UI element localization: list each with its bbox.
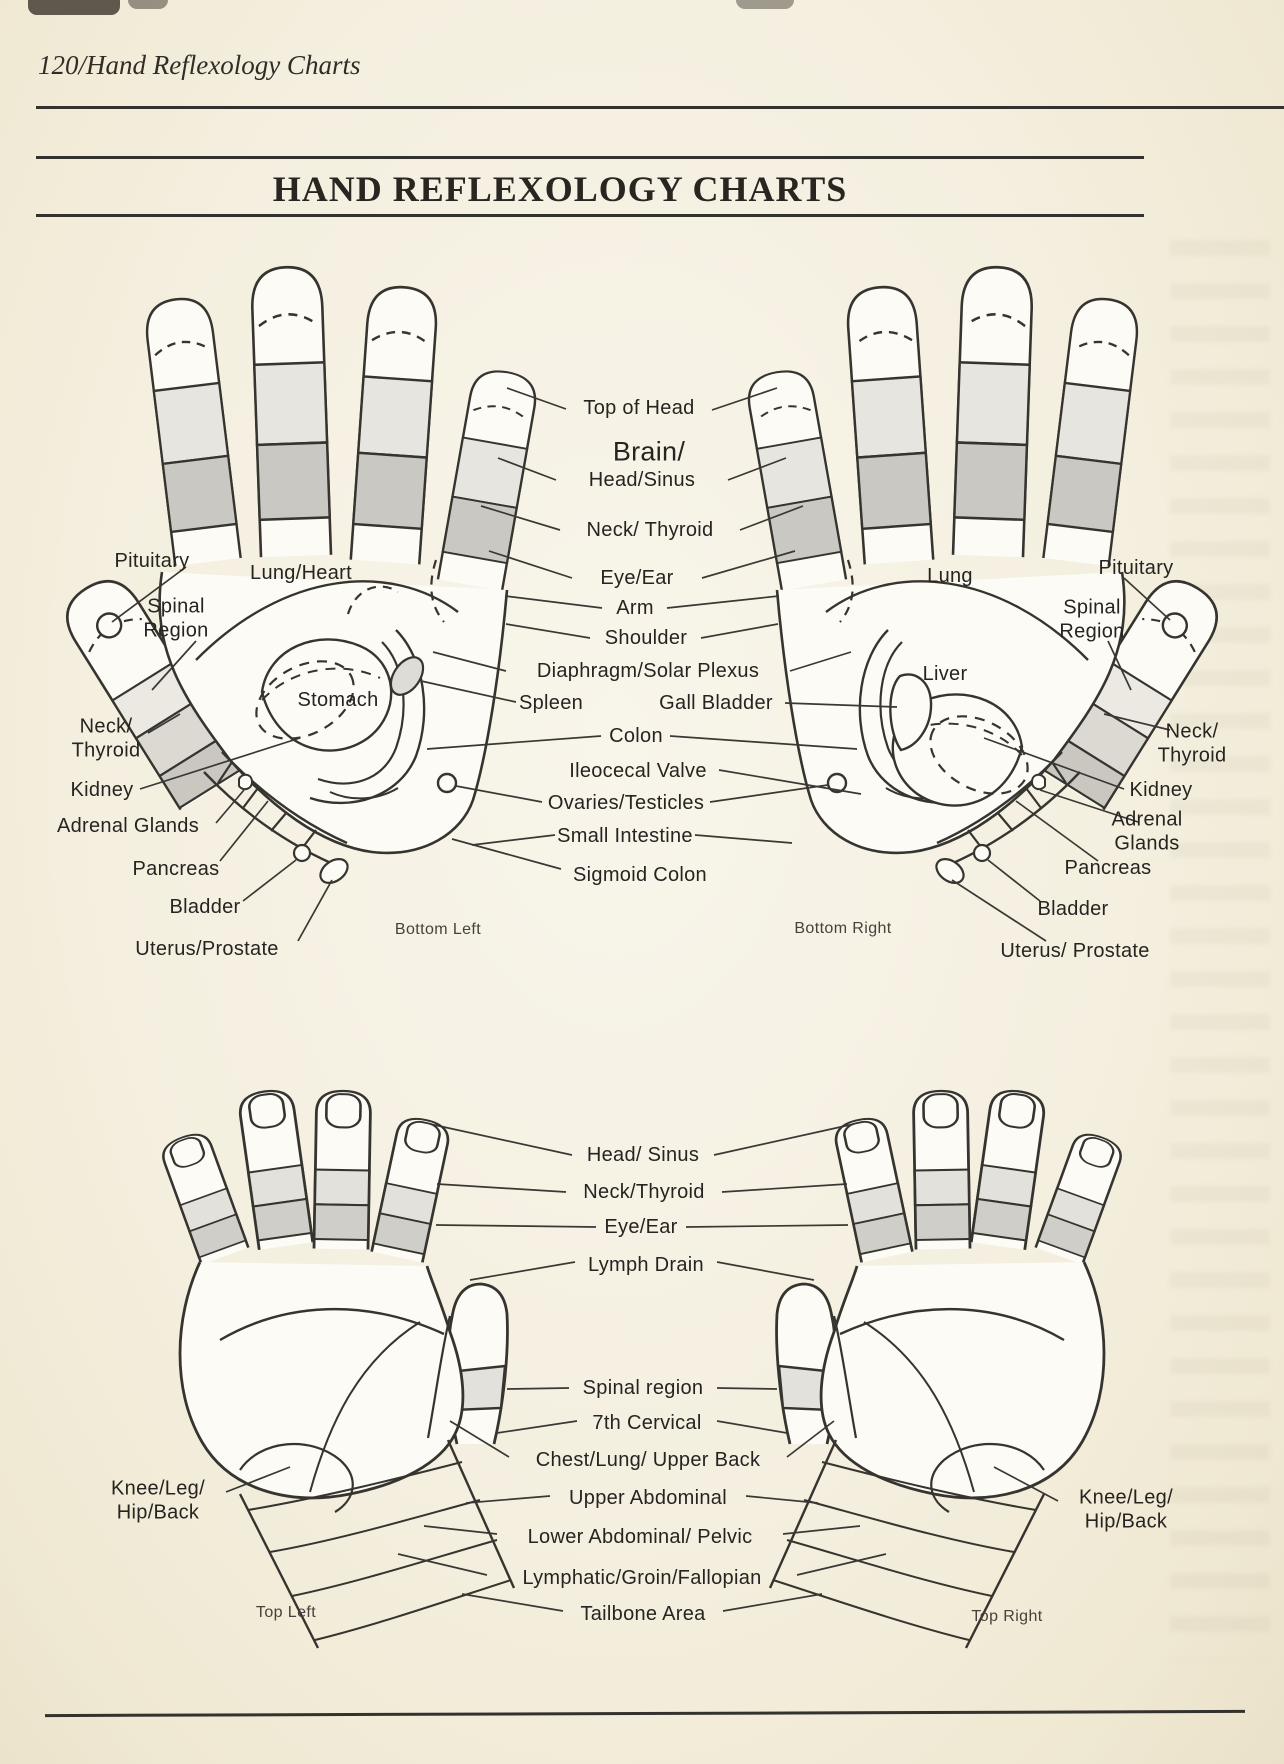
label-neck-thyroid-right: Neck/ Thyroid	[1157, 720, 1227, 767]
page-title: HAND REFLEXOLOGY CHARTS	[272, 169, 848, 209]
label-spleen: Spleen	[518, 691, 584, 714]
label-uterus-prostate-left: Uterus/Prostate	[135, 937, 279, 960]
label-upper-abdominal: Upper Abdominal	[569, 1486, 727, 1509]
label-arm: Arm	[616, 596, 654, 619]
label-neck-thyroid-center: Neck/ Thyroid	[586, 518, 714, 541]
horizontal-rule-below-title	[36, 214, 1144, 217]
label-gall-bladder: Gall Bladder	[659, 691, 773, 714]
label-sigmoid-colon: Sigmoid Colon	[573, 863, 707, 886]
scan-smudge	[736, 0, 794, 9]
bottom-right-back-hand	[770, 1088, 1125, 1648]
label-pancreas-right: Pancreas	[1064, 856, 1152, 879]
page-bleed-through-column	[1170, 240, 1270, 1660]
label-eye-ear-back: Eye/Ear	[604, 1215, 678, 1238]
label-diaphragm-solar-plexus: Diaphragm/Solar Plexus	[536, 659, 760, 682]
label-head-sinus-back: Head/ Sinus	[586, 1143, 700, 1166]
label-spinal-region-left: Spinal Region	[143, 595, 209, 642]
running-header: 120/Hand Reflexology Charts	[38, 50, 361, 80]
caption-bottom-right: Bottom Right	[794, 920, 892, 937]
label-shoulder: Shoulder	[604, 626, 688, 649]
caption-top-left: Top Left	[255, 1604, 317, 1621]
label-knee-leg-hip-back-left: Knee/Leg/ Hip/Back	[111, 1477, 205, 1524]
label-colon: Colon	[609, 724, 663, 747]
label-spinal-region-right: Spinal Region	[1059, 596, 1125, 643]
label-bladder-left: Bladder	[169, 895, 241, 918]
top-left-palm-hand	[55, 266, 540, 888]
label-adrenal-glands-left: Adrenal Glands	[56, 814, 200, 837]
label-lymphatic-groin-fallopian: Lymphatic/Groin/Fallopian	[522, 1566, 762, 1589]
label-pancreas-left: Pancreas	[132, 857, 220, 880]
scan-smudge	[128, 0, 168, 9]
label-lower-abdominal-pelvic: Lower Abdominal/ Pelvic	[527, 1525, 753, 1548]
scan-smudge	[28, 0, 120, 15]
label-pituitary-left: Pituitary	[114, 549, 190, 572]
label-kidney-left: Kidney	[70, 778, 134, 801]
label-pituitary-right: Pituitary	[1098, 556, 1174, 579]
label-eye-ear: Eye/Ear	[600, 566, 674, 589]
label-tailbone-area: Tailbone Area	[580, 1602, 706, 1625]
label-spinal-region-back: Spinal region	[582, 1376, 704, 1399]
label-ileocecal-valve: Ileocecal Valve	[569, 759, 707, 782]
label-stomach: Stomach	[297, 688, 379, 711]
label-brain: Brain/	[612, 436, 686, 467]
label-knee-leg-hip-back-right: Knee/Leg/ Hip/Back	[1079, 1486, 1173, 1533]
label-adrenal-glands-right: Adrenal Glands	[1111, 808, 1183, 855]
horizontal-rule-top	[36, 106, 1284, 109]
label-bladder-right: Bladder	[1037, 897, 1109, 920]
label-lymph-drain: Lymph Drain	[588, 1253, 704, 1276]
label-neck-thyroid-back: Neck/Thyroid	[583, 1180, 705, 1203]
label-uterus-prostate-right: Uterus/ Prostate	[1000, 939, 1150, 962]
label-neck-thyroid-left: Neck/ Thyroid	[71, 715, 141, 762]
horizontal-rule-above-title	[36, 156, 1144, 159]
label-lung-heart: Lung/Heart	[250, 561, 352, 584]
caption-top-right: Top Right	[971, 1608, 1043, 1625]
label-liver: Liver	[922, 662, 968, 685]
caption-bottom-left: Bottom Left	[394, 921, 482, 938]
label-ovaries-testicles: Ovaries/Testicles	[547, 791, 705, 814]
label-lung: Lung	[927, 564, 973, 587]
bottom-left-back-hand	[159, 1088, 514, 1648]
label-chest-lung-upper-back: Chest/Lung/ Upper Back	[535, 1448, 761, 1471]
label-7th-cervical: 7th Cervical	[592, 1411, 702, 1434]
label-kidney-right: Kidney	[1129, 778, 1193, 801]
leader-lines	[111, 387, 1171, 1612]
label-top-of-head: Top of Head	[583, 396, 695, 419]
label-small-intestine: Small Intestine	[557, 824, 693, 847]
label-head-sinus: Head/Sinus	[588, 468, 696, 491]
